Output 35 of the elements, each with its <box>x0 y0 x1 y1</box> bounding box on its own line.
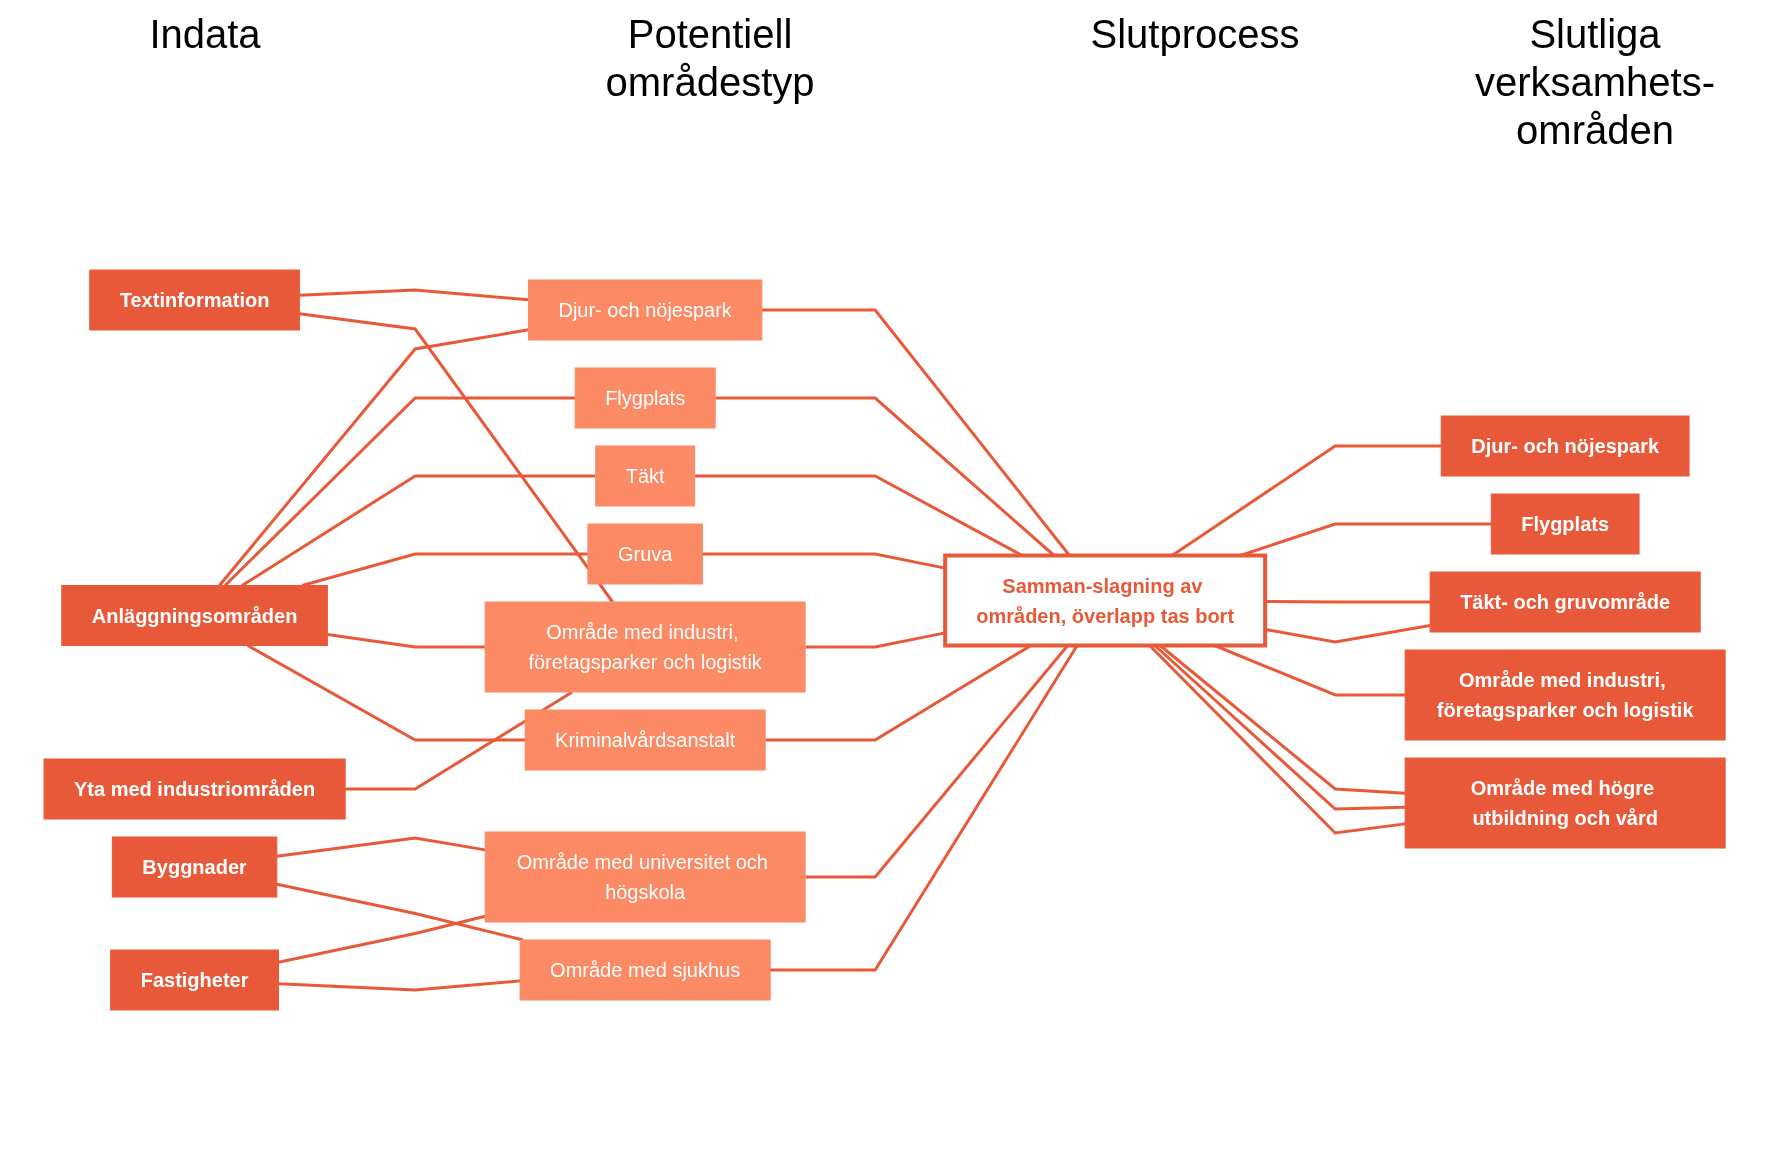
node-box: Täkt <box>595 445 696 507</box>
node-box: Område med högre utbildning och vård <box>1405 757 1727 849</box>
node-box: Fastigheter <box>110 949 280 1011</box>
node-box: Område med industri, företagsparker och logistik <box>1405 649 1727 741</box>
node-box: Kriminalvårdsanstalt <box>525 709 767 771</box>
connector <box>218 328 530 587</box>
node-box: Samman-slagning av områden, överlapp tas bort <box>943 553 1268 648</box>
node-box: Djur- och nöjespark <box>1441 415 1690 477</box>
connector <box>241 474 597 587</box>
connector <box>276 882 524 942</box>
connector <box>299 312 615 603</box>
node-box: Flygplats <box>575 367 717 429</box>
node-box: Flygplats <box>1491 493 1640 555</box>
node-box: Område med sjukhus <box>520 939 772 1001</box>
column-heading: Slutprocess <box>1089 11 1301 58</box>
node-box: Täkt- och gruvområde <box>1430 571 1702 633</box>
connector <box>278 979 521 992</box>
column-heading: Slutliga verksamhets-områden <box>1473 11 1717 154</box>
column-heading: Indata <box>148 11 262 58</box>
node-box: Yta med industriområden <box>43 758 347 820</box>
connector <box>299 288 529 302</box>
connector <box>247 644 526 742</box>
connector <box>327 632 486 649</box>
node-box: Byggnader <box>112 836 278 898</box>
node-box: Textinformation <box>89 269 301 331</box>
connector <box>278 914 486 964</box>
node-box: Område med universitet och högskola <box>485 831 807 923</box>
node-box: Område med industri, företagsparker och logistik <box>485 601 807 693</box>
node-box: Gruva <box>587 523 704 585</box>
connector <box>302 552 589 587</box>
connector <box>224 396 576 587</box>
node-box: Anläggningsområden <box>61 585 329 646</box>
column-heading: Potentiell områdestyp <box>604 11 816 106</box>
node-box: Djur- och nöjespark <box>528 279 763 341</box>
connector <box>277 836 486 858</box>
